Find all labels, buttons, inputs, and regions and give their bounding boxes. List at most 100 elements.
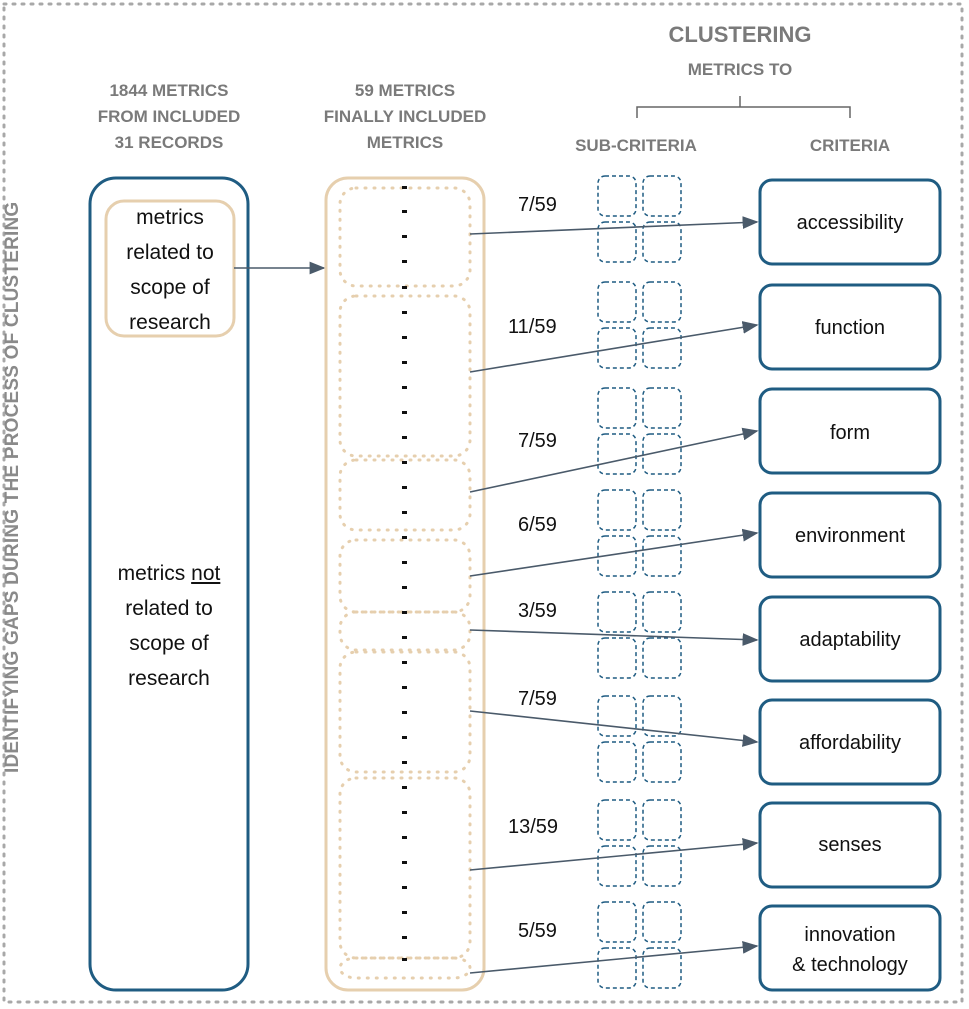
criterion-label: senses xyxy=(818,834,882,856)
metric-group-box xyxy=(338,538,472,614)
metric-dash xyxy=(402,511,407,514)
metric-dash xyxy=(402,786,407,789)
header-line: 31 RECORDS xyxy=(114,133,224,152)
criterion-box xyxy=(758,387,942,475)
metric-dash xyxy=(402,336,407,339)
all-metrics-box xyxy=(88,176,250,992)
criterion-box xyxy=(758,904,942,992)
metric-dash xyxy=(402,761,407,764)
header-metrics-to: METRICS TO xyxy=(687,60,793,79)
cluster-arrow xyxy=(469,837,759,871)
cluster-arrow xyxy=(469,940,759,974)
header-clustering: CLUSTERING xyxy=(668,22,812,47)
sub-criterion-box xyxy=(642,221,682,263)
metric-group-box xyxy=(338,610,472,652)
sub-criterion-box xyxy=(597,799,637,841)
metric-dash xyxy=(402,386,407,389)
sub-criterion-box xyxy=(642,799,682,841)
cluster-arrow xyxy=(469,710,759,747)
metric-dash xyxy=(402,461,407,464)
metric-dash xyxy=(402,411,407,414)
header-sub-criteria: SUB-CRITERIA xyxy=(575,136,697,155)
related-metrics-label: metrics related to scope of research xyxy=(106,200,234,340)
metric-dash xyxy=(402,836,407,839)
metric-dash xyxy=(402,361,407,364)
metric-group-box xyxy=(338,458,472,532)
sub-criterion-box xyxy=(597,845,637,887)
sub-criterion-box xyxy=(597,637,637,679)
metric-dash xyxy=(402,486,407,489)
metric-dash xyxy=(402,286,407,289)
sub-criterion-box xyxy=(597,175,637,217)
header-all-metrics: 1844 METRICS FROM INCLUDED 31 RECORDS xyxy=(88,78,250,156)
fraction-label: 11/59 xyxy=(508,316,557,338)
metric-dash xyxy=(402,235,407,238)
text-line: research xyxy=(129,311,211,334)
metric-dash xyxy=(402,436,407,439)
header-line: FROM INCLUDED xyxy=(97,107,241,126)
cluster-arrow xyxy=(469,427,759,493)
cluster-arrows xyxy=(469,216,759,974)
sub-criterion-box xyxy=(642,175,682,217)
sub-criterion-box xyxy=(642,741,682,783)
criterion-box xyxy=(758,595,942,683)
criterion-label: accessibility xyxy=(796,212,904,234)
header-included-metrics: 59 METRICS FINALLY INCLUDED METRICS xyxy=(310,78,500,156)
cluster-arrow xyxy=(469,321,759,373)
text-line: metrics xyxy=(136,206,204,229)
sub-criterion-box xyxy=(597,695,637,737)
metric-dash xyxy=(402,311,407,314)
metric-dash xyxy=(402,636,407,639)
criterion-label: innovation & technology xyxy=(760,920,940,980)
cluster-arrow xyxy=(469,528,759,577)
fraction-label: 7/59 xyxy=(518,194,557,216)
metric-dash xyxy=(402,536,407,539)
text-line: & technology xyxy=(792,954,908,976)
criterion-box xyxy=(758,178,942,266)
header-line: METRICS xyxy=(366,133,444,152)
underlined-not: not xyxy=(191,562,221,585)
sub-criterion-box xyxy=(642,591,682,633)
text-line: metrics not xyxy=(117,562,221,585)
sub-criterion-box xyxy=(597,221,637,263)
metric-dash xyxy=(402,260,407,263)
sub-criterion-box xyxy=(597,433,637,475)
metric-dash xyxy=(402,661,407,664)
metric-dash xyxy=(402,561,407,564)
cluster-arrow xyxy=(469,216,759,235)
sub-criterion-box xyxy=(642,433,682,475)
metric-dash xyxy=(402,210,407,213)
header-line: 1844 METRICS xyxy=(109,81,229,100)
metric-group-box xyxy=(338,776,472,960)
sub-criterion-box xyxy=(642,535,682,577)
sub-criterion-box xyxy=(642,845,682,887)
sub-criterion-box xyxy=(642,281,682,323)
metric-dash xyxy=(402,936,407,939)
metric-dash xyxy=(402,958,407,961)
metric-group-box xyxy=(338,956,472,980)
sub-criterion-box xyxy=(597,591,637,633)
sub-criterion-box xyxy=(642,901,682,943)
metric-dash xyxy=(402,911,407,914)
criterion-label: adaptability xyxy=(799,629,901,651)
fraction-label: 7/59 xyxy=(518,430,557,452)
fraction-label: 6/59 xyxy=(518,514,557,536)
metric-group-box xyxy=(338,294,472,458)
criterion-box xyxy=(758,491,942,579)
sub-criterion-box xyxy=(642,637,682,679)
sub-criterion-box xyxy=(597,901,637,943)
criterion-label: form xyxy=(830,422,870,444)
criteria-boxes xyxy=(758,178,942,992)
metric-groups xyxy=(338,186,472,980)
criterion-label: environment xyxy=(794,525,906,547)
sub-criterion-box xyxy=(597,947,637,989)
sub-criterion-box xyxy=(597,387,637,429)
metric-dash xyxy=(402,736,407,739)
criterion-box xyxy=(758,698,942,786)
metric-dash xyxy=(402,861,407,864)
fraction-label: 5/59 xyxy=(518,920,557,942)
cluster-arrow xyxy=(469,629,759,646)
metric-dash xyxy=(402,586,407,589)
sub-criterion-box xyxy=(597,281,637,323)
